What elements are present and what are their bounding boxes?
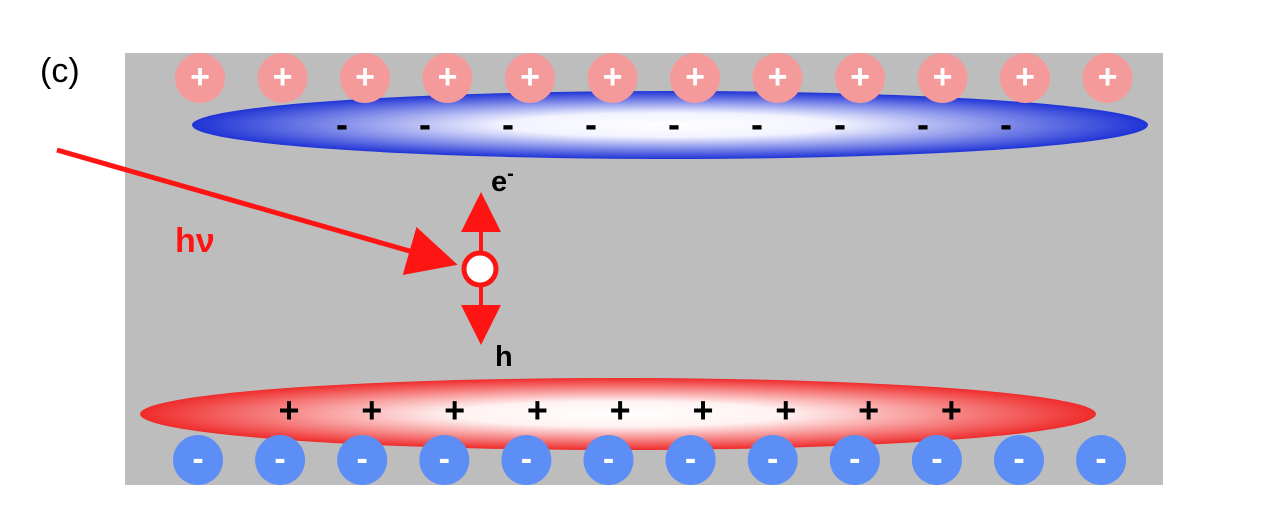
positive-ion bbox=[917, 53, 968, 103]
positive-charge: + bbox=[361, 390, 382, 431]
positive-charge: + bbox=[775, 390, 796, 431]
negative-ion bbox=[255, 435, 306, 485]
positive-ion-sign: + bbox=[355, 58, 375, 96]
negative-ion bbox=[583, 435, 634, 485]
negative-charge: - bbox=[502, 104, 514, 145]
negative-ion bbox=[501, 435, 552, 485]
positive-charge: + bbox=[444, 390, 465, 431]
negative-ion bbox=[747, 435, 798, 485]
positive-ion-sign: + bbox=[273, 58, 293, 96]
positive-charge: + bbox=[610, 390, 631, 431]
positive-charge: + bbox=[941, 390, 962, 431]
positive-ion bbox=[175, 53, 225, 103]
positive-ion bbox=[340, 53, 390, 103]
negative-ion bbox=[665, 435, 716, 485]
negative-ion-sign: - bbox=[192, 440, 203, 478]
positive-charge: + bbox=[278, 390, 299, 431]
positive-ion-sign: + bbox=[1098, 58, 1118, 96]
electron-label-base: e bbox=[491, 166, 507, 198]
positive-ion bbox=[505, 53, 555, 103]
electron-cloud bbox=[192, 91, 1148, 159]
negative-charge: - bbox=[585, 104, 597, 145]
negative-ion bbox=[911, 435, 962, 485]
positive-ion-sign: + bbox=[1015, 58, 1035, 96]
positive-ion bbox=[1082, 53, 1133, 103]
top-negative-charges: --------- bbox=[336, 104, 1012, 145]
negative-charge: - bbox=[668, 104, 680, 145]
negative-charge: - bbox=[419, 104, 431, 145]
negative-ion-sign: - bbox=[439, 440, 450, 478]
positive-ion bbox=[835, 53, 885, 103]
hole-cloud bbox=[140, 378, 1096, 450]
positive-ion bbox=[422, 53, 473, 103]
positive-ion bbox=[752, 53, 803, 103]
negative-charge: - bbox=[834, 104, 846, 145]
negative-ion bbox=[829, 435, 880, 485]
electron-label-sup: - bbox=[507, 163, 514, 185]
positive-ion-sign: + bbox=[933, 58, 953, 96]
electron-label: e- bbox=[491, 163, 514, 198]
positive-ion-sign: + bbox=[190, 58, 210, 96]
negative-charge: - bbox=[917, 104, 929, 145]
positive-ion bbox=[257, 53, 308, 103]
positive-ion-sign: + bbox=[438, 58, 458, 96]
negative-charge: - bbox=[751, 104, 763, 145]
negative-ion-sign: - bbox=[931, 440, 942, 478]
negative-ion-sign: - bbox=[1095, 440, 1106, 478]
pair-generation-point bbox=[461, 250, 499, 288]
negative-ion-sign: - bbox=[274, 440, 285, 478]
positive-ion bbox=[1000, 53, 1050, 103]
hole-label: h bbox=[495, 341, 513, 373]
negative-ion bbox=[173, 435, 223, 485]
positive-charge: + bbox=[858, 390, 879, 431]
negative-ion bbox=[337, 435, 388, 485]
negative-ion-sign: - bbox=[357, 440, 368, 478]
positive-ion-sign: + bbox=[768, 58, 788, 96]
photon-label: hν bbox=[175, 222, 215, 260]
negative-ion-sign: - bbox=[849, 440, 860, 478]
negative-ion-sign: - bbox=[521, 440, 532, 478]
positive-charge: + bbox=[692, 390, 713, 431]
negative-ion bbox=[994, 435, 1044, 485]
positive-charge: + bbox=[527, 390, 548, 431]
bottom-negative-ions: ------------ bbox=[173, 435, 1127, 485]
negative-ion-sign: - bbox=[767, 440, 778, 478]
panel-label: (c) bbox=[40, 52, 80, 90]
negative-ion bbox=[1076, 435, 1127, 485]
negative-ion-sign: - bbox=[1013, 440, 1024, 478]
negative-charge: - bbox=[336, 104, 348, 145]
negative-ion-sign: - bbox=[603, 440, 614, 478]
top-positive-ions: + + + + + + + + + + + + bbox=[175, 53, 1133, 103]
positive-ion-sign: + bbox=[603, 58, 623, 96]
positive-ion-sign: + bbox=[685, 58, 705, 96]
positive-ion-sign: + bbox=[520, 58, 540, 96]
photon-arrow bbox=[56, 147, 458, 276]
bottom-positive-charges: + + + + + + + + + bbox=[278, 390, 961, 431]
negative-ion bbox=[419, 435, 470, 485]
positive-ion-sign: + bbox=[850, 58, 870, 96]
negative-ion-sign: - bbox=[685, 440, 696, 478]
positive-ion bbox=[670, 53, 720, 103]
positive-ion bbox=[587, 53, 638, 103]
negative-charge: - bbox=[1000, 104, 1012, 145]
